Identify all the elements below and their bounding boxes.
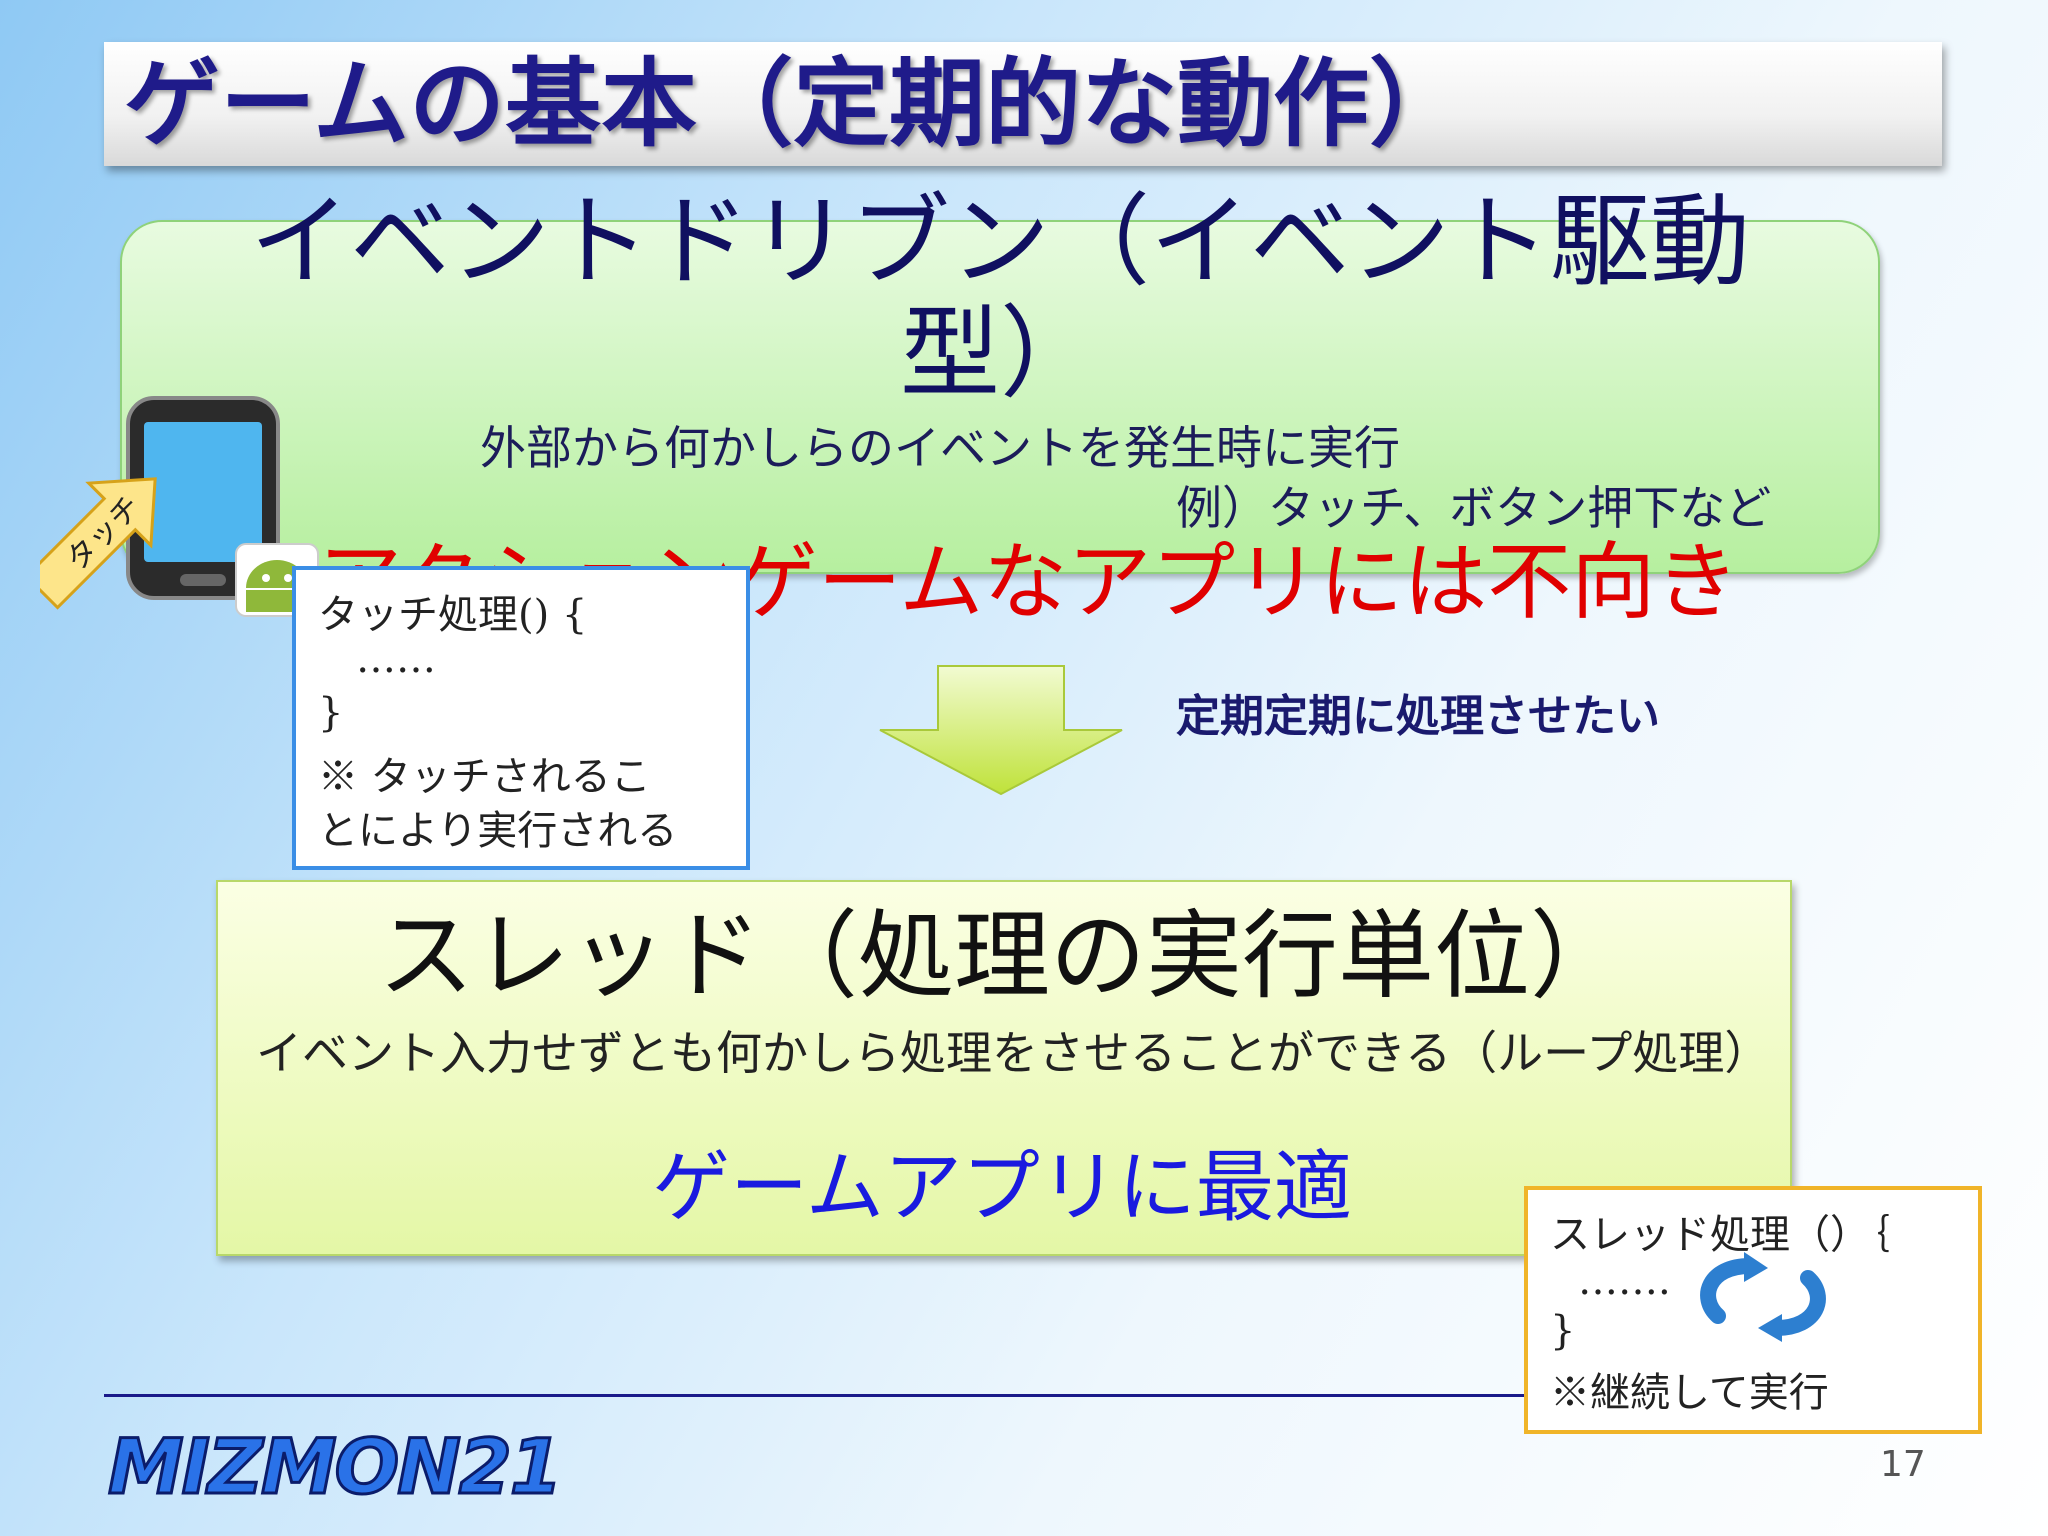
- event-driven-description: 外部から何かしらのイベントを発生時に実行: [480, 421, 1400, 475]
- event-driven-example: 例）タッチ、ボタン押下など: [1176, 481, 1772, 535]
- thread-description: イベント入力せずとも何かしら処理をさせることができる（ループ処理）: [256, 1026, 1771, 1080]
- thread-best-for: ゲームアプリに最適: [652, 1143, 1352, 1233]
- thread-heading: スレッド（処理の実行単位）: [378, 900, 1626, 1012]
- code-line: }: [1550, 1308, 1576, 1354]
- down-arrow-icon: [879, 665, 1123, 796]
- touch-code-box: タッチ処理() { …… } ※ タッチされるこ とにより実行される: [292, 566, 750, 870]
- code-line: スレッド処理（）｛: [1550, 1212, 1890, 1258]
- smartphone-touch-icon: タッチ: [40, 396, 319, 617]
- transition-label: 定期定期に処理させたい: [1176, 691, 1660, 742]
- code-line: …….: [1578, 1258, 1671, 1304]
- loop-arrows-icon: [1700, 1252, 1826, 1342]
- code-line: ……: [356, 636, 436, 682]
- code-line: とにより実行される: [318, 808, 678, 854]
- phone-screen-icon: [144, 422, 262, 562]
- code-line: }: [318, 690, 344, 736]
- code-line: タッチ処理() {: [318, 592, 588, 638]
- title-bar: [104, 42, 1942, 166]
- event-driven-box: [120, 220, 1880, 574]
- footer-divider: [104, 1394, 1524, 1397]
- page-number: 17: [1880, 1444, 1926, 1485]
- code-line: ※継続して実行: [1550, 1370, 1829, 1416]
- event-driven-heading: イベントドリブン（イベント駆動型）: [250, 183, 1750, 412]
- code-line: ※ タッチされるこ: [318, 754, 651, 800]
- slide-title: ゲームの基本（定期的な動作）: [124, 48, 1466, 160]
- mizmon21-logo: MIZMON21: [107, 1421, 565, 1513]
- thread-code-box: スレッド処理（）｛ ……. } ※継続して実行: [1524, 1186, 1982, 1434]
